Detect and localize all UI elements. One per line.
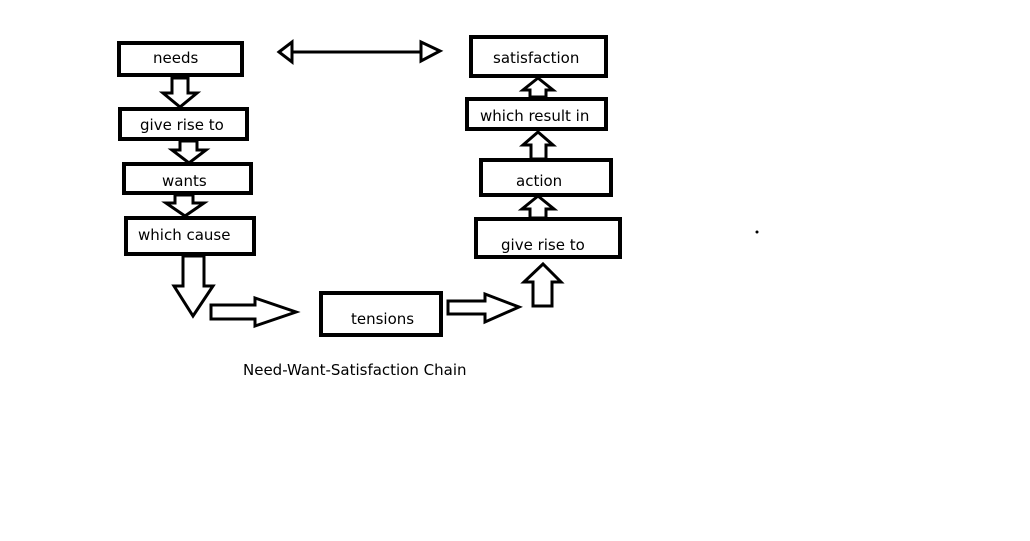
arrow-up-to-give-rise-right [520,261,565,308]
arrow-down-wants-to-which-cause [161,193,209,218]
arrow-down-give-rise-to-wants [167,139,211,165]
box-tensions: tensions [319,291,443,337]
box-needs: needs [117,41,244,77]
arrow-right-from-tensions [446,291,523,325]
label-satisfaction: satisfaction [493,49,580,67]
arrow-down-which-cause-big [171,254,216,319]
label-needs: needs [153,49,199,67]
box-wants: wants [122,162,253,195]
label-tensions: tensions [351,310,415,328]
arrow-up-which-result-to-satisfaction [518,76,558,99]
double-arrow-left-head [276,38,294,66]
label-which-cause: which cause [138,226,231,244]
diagram-caption: Need-Want-Satisfaction Chain [243,361,467,379]
box-which-cause: which cause [124,216,256,256]
double-arrow-right-head [419,39,444,64]
box-action: action [479,158,613,197]
label-wants: wants [162,172,207,190]
box-give-rise-to-left: give rise to [118,107,249,141]
box-give-rise-to-right: give rise to [474,217,622,259]
arrow-up-give-rise-to-action [517,194,559,220]
arrow-right-to-tensions [209,295,301,329]
label-action: action [516,172,563,190]
box-satisfaction: satisfaction [469,35,608,78]
stray-dot [755,230,759,234]
arrow-down-needs-to-give-rise [158,76,202,109]
arrow-up-action-to-which-result [518,130,558,161]
label-give-rise-to-right: give rise to [501,236,585,254]
label-give-rise-to-left: give rise to [140,116,224,134]
box-which-result-in: which result in [465,97,608,131]
label-which-result-in: which result in [480,107,590,125]
